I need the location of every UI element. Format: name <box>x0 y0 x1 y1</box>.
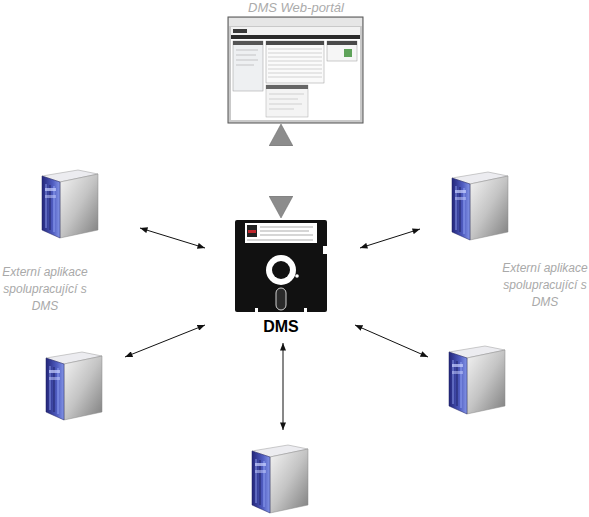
detail-header <box>266 85 308 89</box>
integration-arrow <box>355 325 428 357</box>
jacket-notch <box>304 308 307 312</box>
integration-arrow <box>125 325 205 357</box>
disk-hub-hole <box>272 261 290 279</box>
integration-arrow <box>283 343 284 430</box>
disk-label <box>245 223 317 243</box>
group-label: Externí aplikace spolupracující s DMS <box>500 260 589 311</box>
integration-arrow <box>360 229 420 248</box>
label-logo-stripe <box>248 230 256 233</box>
browser-frame <box>228 17 363 123</box>
data-exchange-arrow <box>277 126 285 216</box>
index-hole <box>295 274 299 278</box>
integration-arrow <box>140 228 205 248</box>
label-lines <box>247 227 313 240</box>
table-rows <box>268 49 322 77</box>
document-table <box>266 41 324 83</box>
browser-toolbar <box>229 18 362 26</box>
server-icon <box>42 170 98 238</box>
system-name: DMS <box>226 318 336 336</box>
jacket-notch <box>255 308 258 312</box>
detail-panel <box>266 85 308 117</box>
side-panel <box>233 41 263 91</box>
server-icon <box>46 352 102 420</box>
portal-title: DMS Web-portál <box>222 0 370 15</box>
table-header <box>266 41 324 45</box>
portal-node: DMS Web-portál <box>222 0 370 124</box>
portal-screenshot <box>228 17 363 123</box>
server-icon <box>452 172 508 240</box>
panel-header <box>233 41 263 45</box>
info-icon <box>344 49 352 57</box>
server-icon <box>449 346 505 414</box>
disk-hub-ring <box>266 255 296 285</box>
page-navbar <box>231 35 360 39</box>
system-node: DMS <box>226 218 336 340</box>
integration-arrows <box>125 228 428 430</box>
panel-rows <box>236 50 258 65</box>
read-slot <box>276 288 286 310</box>
label-logo <box>247 225 257 237</box>
server-icon <box>252 445 308 513</box>
detail-rows <box>269 94 304 109</box>
floppy-disk <box>235 220 327 312</box>
page-header <box>231 27 360 35</box>
info-header <box>327 41 357 45</box>
page-logo <box>233 29 247 33</box>
write-protect-notch <box>323 246 327 254</box>
info-panel <box>327 41 357 61</box>
browser-page <box>231 27 360 120</box>
disk-jacket <box>235 220 327 312</box>
group-label: Externí aplikace spolupracující s DMS <box>0 264 90 315</box>
